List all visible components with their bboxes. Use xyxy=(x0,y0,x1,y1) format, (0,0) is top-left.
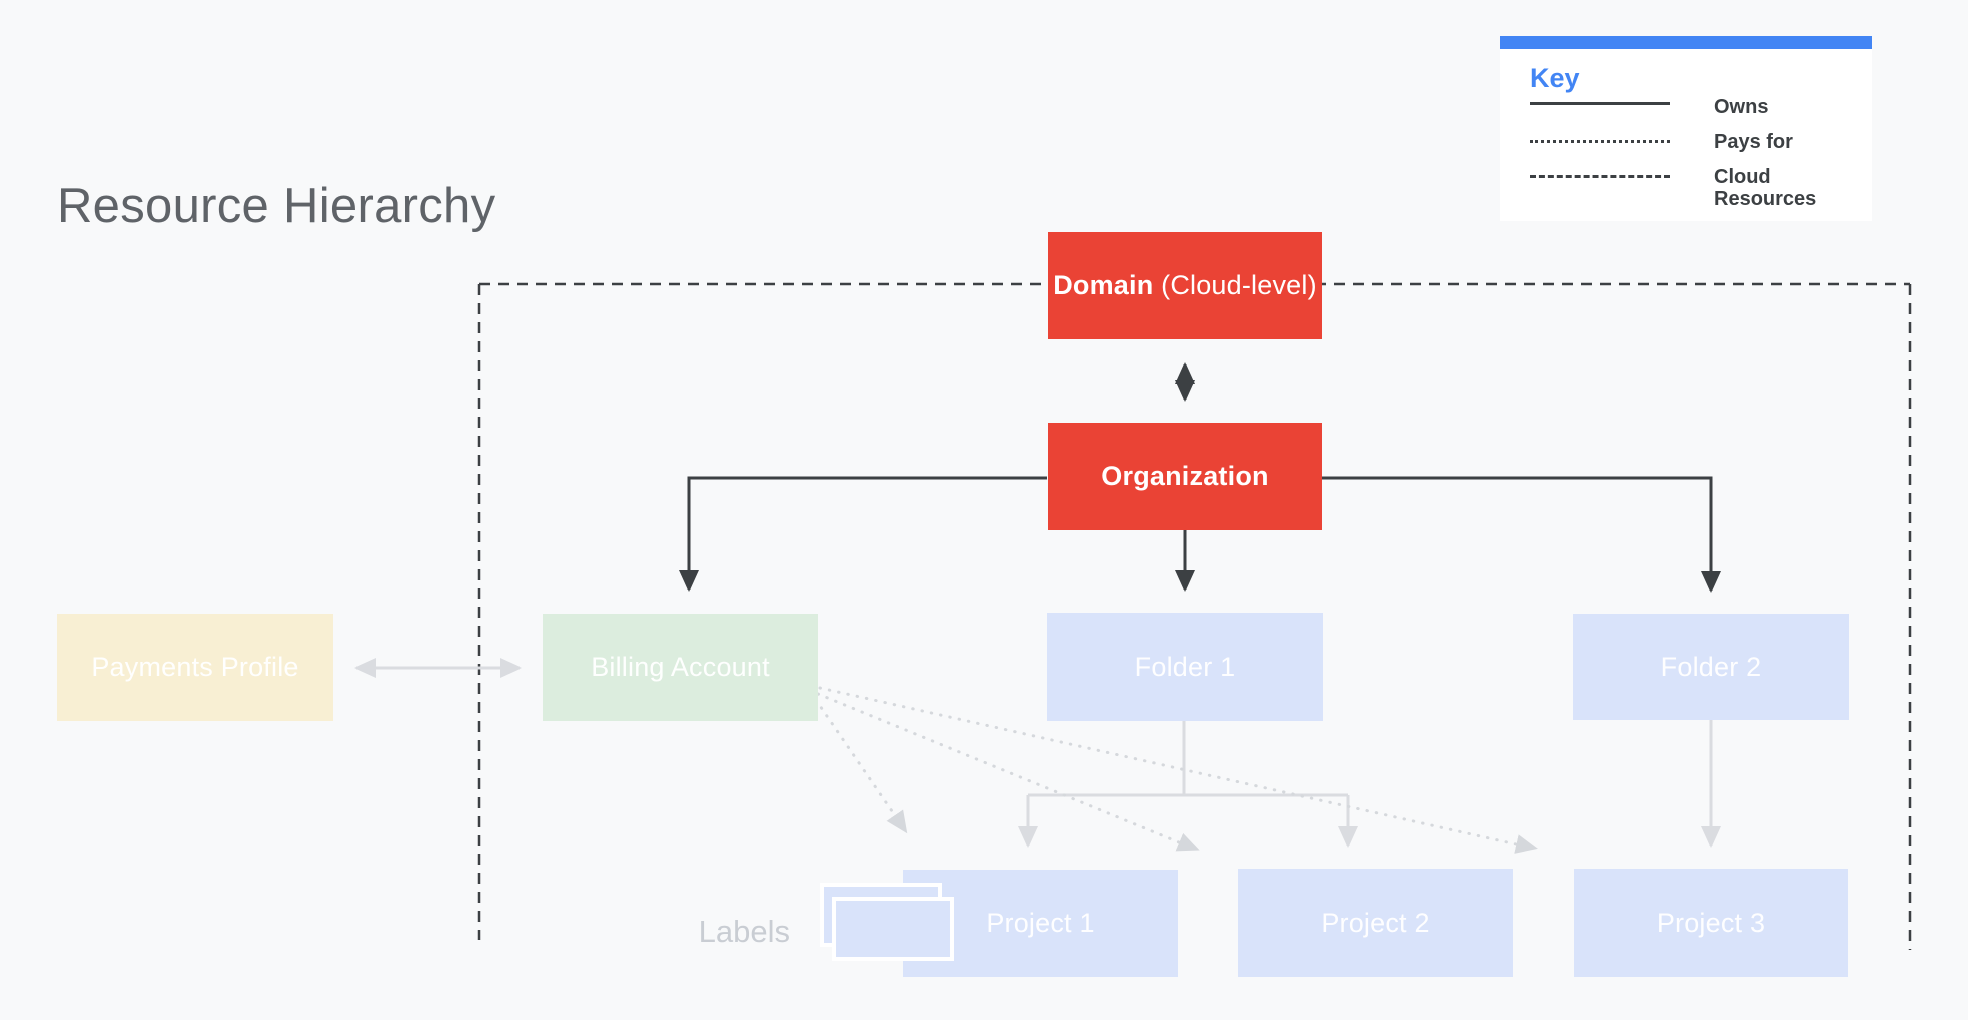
legend-card: Key Owns Pays for Cloud Resources xyxy=(1500,36,1872,221)
node-project-1-label: Project 1 xyxy=(986,908,1095,938)
node-project-3: Project 3 xyxy=(1574,869,1848,977)
legend-label-cloud-resources: Cloud Resources xyxy=(1714,166,1817,210)
node-billing-account: Billing Account xyxy=(543,614,818,721)
legend-accent-bar xyxy=(1500,36,1872,49)
labels-stack-icon xyxy=(820,883,954,965)
node-organization-label: Organization xyxy=(1101,461,1269,491)
gray-connectors xyxy=(354,658,1721,848)
node-domain: Domain (Cloud-level) xyxy=(1048,232,1322,339)
node-folder-1-label: Folder 1 xyxy=(1134,651,1236,682)
labels-stack-front-card xyxy=(832,897,954,961)
node-folder-2-label: Folder 2 xyxy=(1660,651,1762,682)
dotted-line-sample xyxy=(1530,140,1670,143)
pays-for-connectors xyxy=(814,686,1538,854)
labels-caption: Labels xyxy=(698,914,790,949)
legend-row-pays-for: Pays for xyxy=(1530,131,1872,153)
node-project-3-label: Project 3 xyxy=(1656,907,1766,938)
node-payments-profile-label: Payments Profile xyxy=(91,652,299,682)
node-payments-profile: Payments Profile xyxy=(57,614,333,721)
legend-row-cloud-resources: Cloud Resources xyxy=(1530,166,1872,210)
node-folder-1: Folder 1 xyxy=(1047,613,1323,721)
node-folder-2: Folder 2 xyxy=(1573,614,1849,720)
node-billing-account-label: Billing Account xyxy=(591,652,770,682)
node-organization: Organization xyxy=(1048,423,1322,530)
owns-connectors xyxy=(679,362,1721,593)
legend-title: Key xyxy=(1530,63,1580,93)
solid-line-sample xyxy=(1530,102,1670,105)
cloud-resources-boundary xyxy=(477,282,1912,950)
dashed-line-sample xyxy=(1530,175,1670,178)
page-title: Resource Hierarchy xyxy=(57,179,496,233)
node-domain-label-rest: (Cloud-level) xyxy=(1153,270,1317,300)
legend-label-owns: Owns xyxy=(1714,96,1769,118)
legend-label-pays-for: Pays for xyxy=(1714,131,1793,153)
node-domain-label-bold: Domain xyxy=(1053,270,1154,300)
node-project-2: Project 2 xyxy=(1238,869,1513,977)
legend-row-owns: Owns xyxy=(1530,96,1872,118)
node-project-2-label: Project 2 xyxy=(1321,907,1430,938)
